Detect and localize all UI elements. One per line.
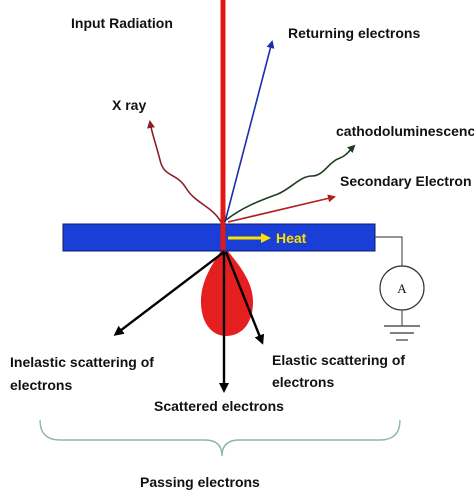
secondary-electron-label: Secondary Electron xyxy=(340,173,472,189)
x-ray-label: X ray xyxy=(112,97,146,113)
scattered-electrons-label: Scattered electrons xyxy=(154,398,284,414)
returning-electrons-arrow xyxy=(224,40,275,223)
x-ray-arrow xyxy=(147,120,222,223)
elastic-scattering-arrow xyxy=(224,251,265,345)
ammeter-label: A xyxy=(397,281,407,296)
elastic-scattering-label-line1: Elastic scattering of xyxy=(272,352,405,368)
inelastic-scattering-label-line1: Inelastic scattering of xyxy=(10,354,154,370)
inelastic-scattering-label-line2: electrons xyxy=(10,377,72,393)
cathodoluminescence-arrow xyxy=(225,144,356,221)
cathodoluminescence-label: cathodoluminescence xyxy=(336,123,474,139)
elastic-scattering-label-line2: electrons xyxy=(272,374,334,390)
interaction-volume xyxy=(200,246,254,336)
inelastic-scattering-arrow xyxy=(113,251,225,336)
input-radiation-label: Input Radiation xyxy=(71,15,173,31)
heat-label: Heat xyxy=(276,230,307,246)
passing-electrons-label: Passing electrons xyxy=(140,474,260,490)
passing-electrons-brace xyxy=(39,419,401,457)
secondary-electron-arrow xyxy=(227,194,336,223)
ammeter-wire xyxy=(375,236,403,266)
returning-electrons-label: Returning electrons xyxy=(288,25,420,41)
sample-bar xyxy=(62,223,376,252)
